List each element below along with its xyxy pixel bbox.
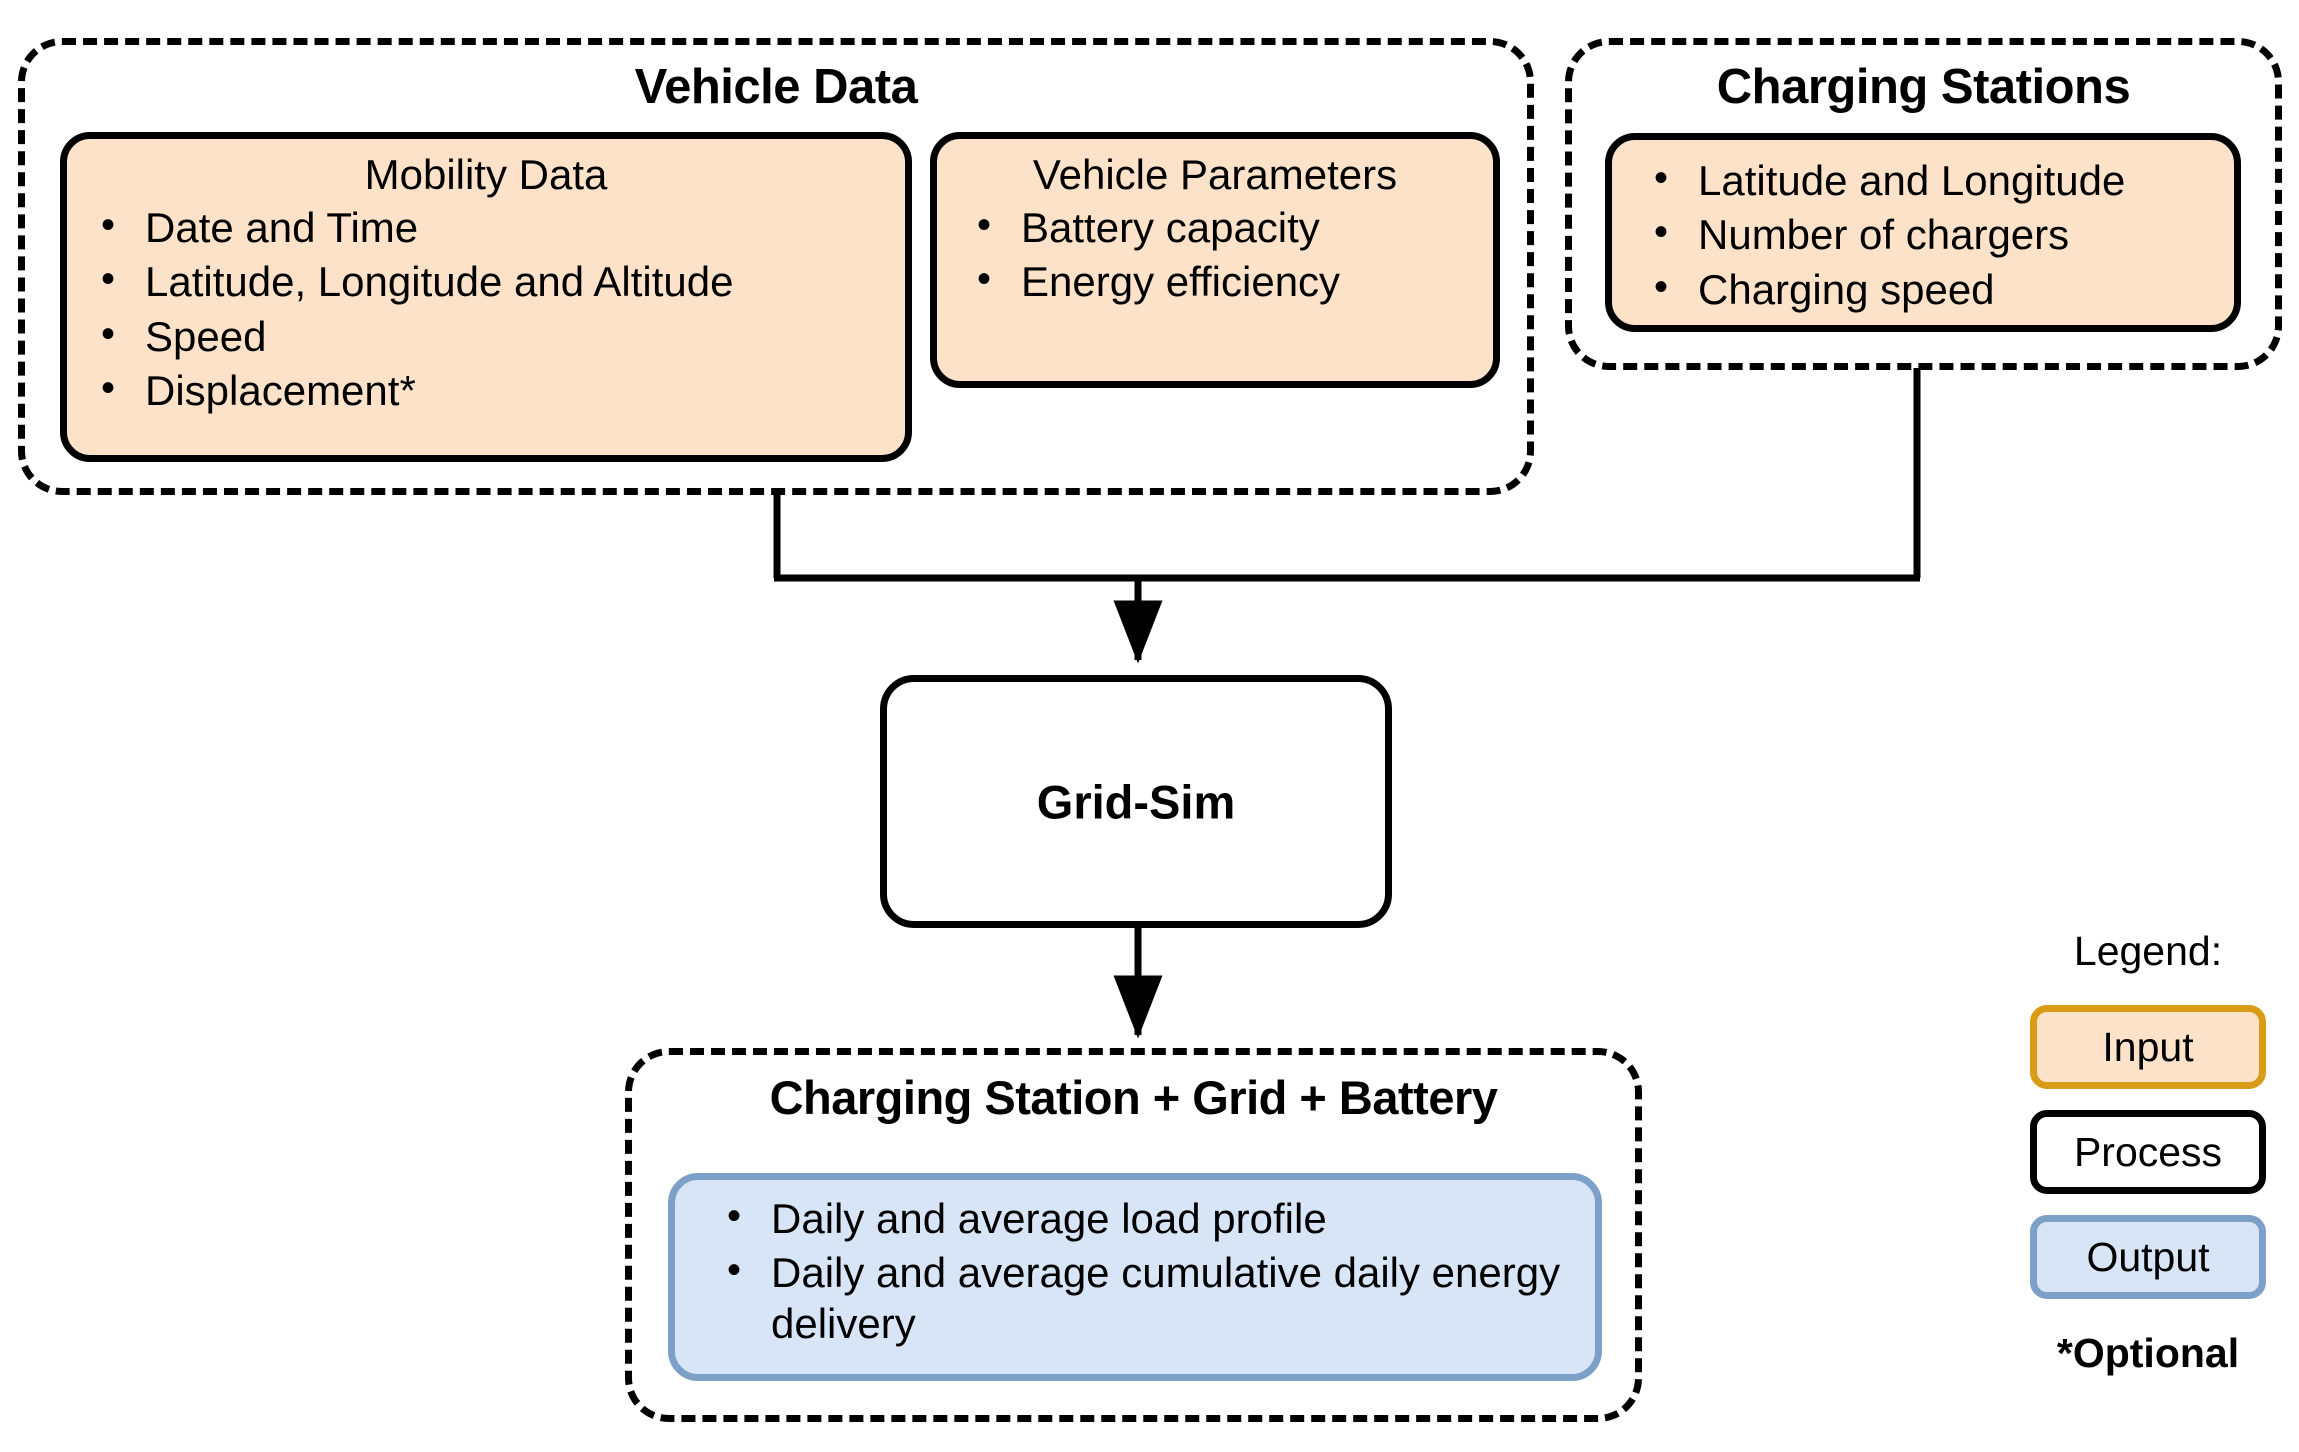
box-mobility-data: Mobility Data Date and Time Latitude, Lo… <box>60 132 912 462</box>
group-title-results: Charging Station + Grid + Battery <box>769 1071 1498 1124</box>
group-charging-stations: Charging Stations <box>1565 38 2282 370</box>
box-grid-sim: Grid-Sim <box>880 675 1392 928</box>
legend-label-output: Output <box>2086 1233 2210 1280</box>
legend-swatch-output: Output <box>2030 1215 2266 1299</box>
list-results-outputs: Daily and average load profile Daily and… <box>719 1192 1569 1349</box>
box-charging-station-data: Latitude and Longitude Number of charger… <box>1605 133 2241 332</box>
legend-swatch-input: Input <box>2030 1005 2266 1089</box>
list-item: Battery capacity <box>969 201 1481 253</box>
group-results: Charging Station + Grid + Battery <box>625 1048 1642 1422</box>
group-title-charging-stations: Charging Stations <box>1716 60 2131 114</box>
list-item: Energy efficiency <box>969 255 1481 307</box>
list-item: Latitude, Longitude and Altitude <box>93 255 893 307</box>
group-vehicle-data: Vehicle Data <box>18 38 1534 495</box>
legend-swatch-process: Process <box>2030 1110 2266 1194</box>
group-title-vehicle-data: Vehicle Data <box>634 60 918 114</box>
legend-title: Legend: <box>2073 928 2223 974</box>
box-results-outputs: Daily and average load profile Daily and… <box>668 1173 1602 1381</box>
list-item: Latitude and Longitude <box>1646 154 2222 206</box>
process-label-grid-sim: Grid-Sim <box>1036 775 1236 828</box>
list-item: Daily and average load profile <box>719 1192 1569 1244</box>
list-charging-station-data: Latitude and Longitude Number of charger… <box>1646 154 2222 315</box>
legend-label-input: Input <box>2102 1023 2194 1070</box>
legend-note-optional: *Optional <box>2056 1330 2240 1376</box>
list-vehicle-parameters: Battery capacity Energy efficiency <box>969 201 1481 308</box>
legend-label-process: Process <box>2073 1128 2223 1175</box>
list-item: Date and Time <box>93 201 893 253</box>
list-item: Number of chargers <box>1646 208 2222 260</box>
list-mobility-data: Date and Time Latitude, Longitude and Al… <box>93 201 893 417</box>
box-title-mobility-data: Mobility Data <box>364 151 608 198</box>
box-title-vehicle-parameters: Vehicle Parameters <box>1032 151 1398 198</box>
list-item: Speed <box>93 310 893 362</box>
list-item: Charging speed <box>1646 263 2222 315</box>
list-item: Displacement* <box>93 364 893 416</box>
box-vehicle-parameters: Vehicle Parameters Battery capacity Ener… <box>930 132 1500 388</box>
list-item: Daily and average cumulative daily energ… <box>719 1246 1569 1349</box>
